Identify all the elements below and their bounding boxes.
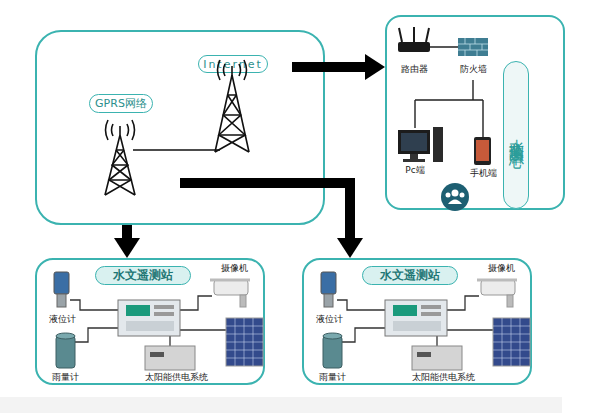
arrow-head — [365, 54, 385, 80]
arrow-shaft — [325, 183, 350, 242]
device-label: 防火墙 — [460, 63, 487, 76]
device-label: 路由器 — [401, 63, 428, 76]
link-line — [133, 149, 220, 150]
tower-symbol — [105, 120, 135, 195]
arrow-shaft — [325, 62, 369, 72]
arrow-stub — [292, 62, 325, 72]
flow-arrow — [325, 54, 385, 80]
phone-symbol — [474, 137, 491, 165]
users-icon — [441, 183, 469, 211]
tower-symbol — [215, 60, 249, 152]
arrow-stub — [180, 178, 325, 188]
device-label: 摄像机 — [488, 262, 515, 275]
flow-arrow — [325, 183, 363, 258]
device-label: 太阳能供电系统 — [145, 371, 208, 384]
device-label: 液位计 — [316, 313, 343, 326]
network-tag: GPRS网络 — [89, 94, 153, 113]
network-cloud-box: GPRS网络 Internet — [35, 30, 325, 225]
device-label: 液位计 — [49, 313, 76, 326]
station-title: 水文遥测站 — [95, 266, 191, 285]
device-label: 手机端 — [470, 167, 497, 180]
flow-arrow — [114, 225, 140, 258]
network-tag: Internet — [198, 55, 268, 73]
station-equipment — [54, 272, 263, 370]
station-equipment — [321, 272, 530, 370]
device-label: 雨量计 — [319, 371, 346, 384]
device-label: 雨量计 — [52, 371, 79, 384]
network-wire — [415, 47, 483, 137]
firewall-symbol — [458, 38, 488, 56]
arrow-head — [337, 238, 363, 258]
device-label: 摄像机 — [221, 262, 248, 275]
footer-band — [0, 397, 562, 413]
router-symbol — [398, 27, 430, 52]
station-title: 水文遥测站 — [362, 266, 458, 285]
device-label: Pc端 — [405, 164, 424, 177]
pc-symbol — [398, 127, 443, 162]
center-title: 水文监测预警中心 — [503, 61, 529, 209]
device-label: 太阳能供电系统 — [412, 371, 475, 384]
arrow-head — [114, 238, 140, 258]
